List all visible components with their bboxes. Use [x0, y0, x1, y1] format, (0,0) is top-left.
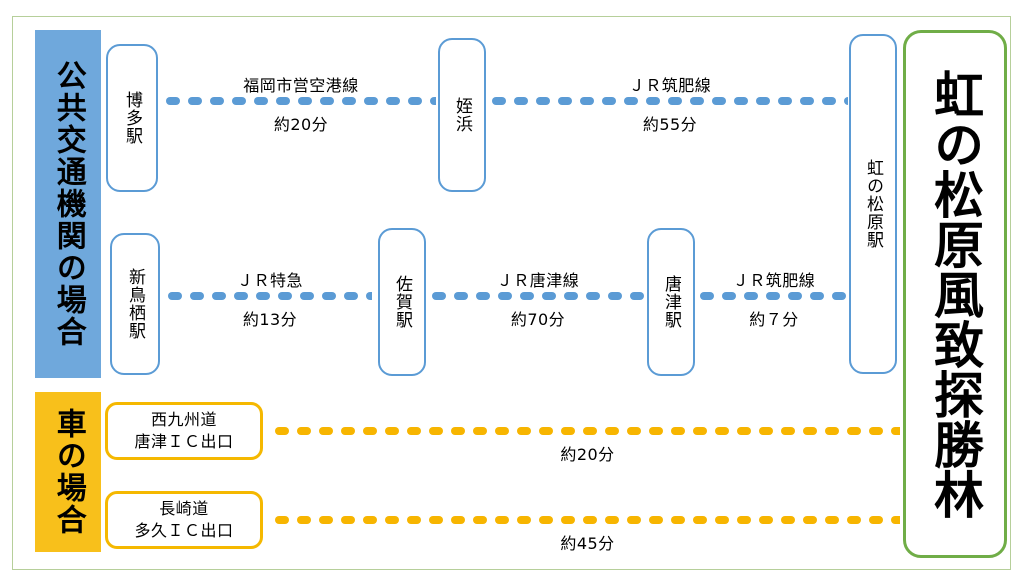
- segment-time-hakata-meinohama: 約20分: [273, 115, 329, 134]
- station-box-shin-tosu: 新鳥栖駅: [110, 233, 160, 375]
- route-line-hakata-meinohama: [166, 97, 436, 105]
- segment-line-name-meinohama-nijinomatsubara: ＪＲ筑肥線: [628, 76, 712, 95]
- car-origin-line2-taku-ic: 多久ＩＣ出口: [134, 521, 234, 540]
- destination-box: 虹の松原風致探勝林: [903, 30, 1007, 558]
- car-origin-box-taku-ic: 長崎道 多久ＩＣ出口: [105, 491, 263, 549]
- car-origin-box-karatsu-ic: 西九州道 唐津ＩＣ出口: [105, 402, 263, 460]
- segment-time-shintosu-saga: 約13分: [242, 310, 298, 329]
- car-route-time-karatsu-ic: 約20分: [560, 445, 615, 464]
- station-box-saga: 佐賀駅: [378, 228, 426, 376]
- station-box-nijinomatsubara: 虹の松原駅: [849, 34, 897, 374]
- destination-label: 虹の松原風致探勝林: [926, 69, 984, 519]
- route-line-saga-karatsu: [432, 292, 644, 300]
- station-box-hakata: 博多駅: [106, 44, 158, 192]
- segment-line-name-shintosu-saga: ＪＲ特急: [236, 271, 303, 290]
- category-label-public-transit: 公共交通機関の場合: [35, 30, 101, 378]
- segment-time-karatsu-nijinomatsubara: 約７分: [749, 310, 799, 329]
- category-label-car-text: 車の場合: [50, 408, 86, 536]
- category-label-car: 車の場合: [35, 392, 101, 552]
- route-line-shintosu-saga: [168, 292, 372, 300]
- station-label-shin-tosu: 新鳥栖駅: [125, 268, 146, 340]
- car-route-time-taku-ic: 約45分: [560, 534, 615, 553]
- route-line-karatsu-nijinomatsubara: [700, 292, 848, 300]
- segment-time-saga-karatsu: 約70分: [510, 310, 566, 329]
- station-label-saga: 佐賀駅: [392, 275, 413, 329]
- station-box-meinohama: 姪浜: [438, 38, 486, 192]
- station-label-nijinomatsubara: 虹の松原駅: [863, 159, 884, 249]
- segment-line-name-saga-karatsu: ＪＲ唐津線: [496, 271, 580, 290]
- car-route-line-karatsu-ic: [275, 427, 900, 435]
- car-route-line-taku-ic: [275, 516, 900, 524]
- car-origin-line2-karatsu-ic: 唐津ＩＣ出口: [134, 432, 234, 451]
- station-label-hakata: 博多駅: [122, 91, 143, 145]
- route-line-meinohama-nijinomatsubara: [492, 97, 848, 105]
- car-origin-line1-taku-ic: 長崎道: [159, 499, 209, 519]
- car-origin-line1-karatsu-ic: 西九州道: [150, 410, 217, 430]
- segment-line-name-hakata-meinohama: 福岡市営空港線: [243, 76, 359, 95]
- station-label-karatsu: 唐津駅: [661, 275, 682, 329]
- segment-line-name-karatsu-nijinomatsubara: ＪＲ筑肥線: [732, 271, 816, 290]
- station-box-karatsu: 唐津駅: [647, 228, 695, 376]
- station-label-meinohama: 姪浜: [452, 97, 473, 133]
- category-label-public-transit-text: 公共交通機関の場合: [50, 60, 86, 348]
- segment-time-meinohama-nijinomatsubara: 約55分: [642, 115, 698, 134]
